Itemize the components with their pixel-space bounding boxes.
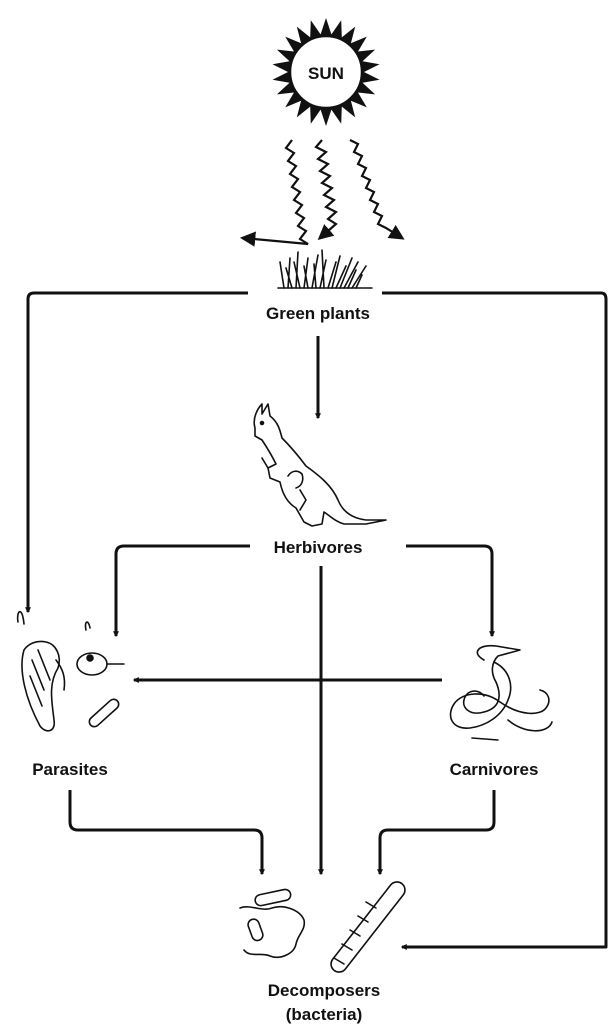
arrow-plants-to-parasites xyxy=(28,293,248,612)
green-plants-label: Green plants xyxy=(266,304,370,323)
arrow-carnivores-to-decomposers xyxy=(380,790,494,874)
energy-flow-arrows xyxy=(28,293,606,947)
sunlight-arrows xyxy=(243,140,402,244)
parasites-icon xyxy=(18,612,124,731)
arrow-plants-to-decomposers xyxy=(382,293,606,947)
carnivores-label: Carnivores xyxy=(450,760,539,779)
snake-icon xyxy=(451,646,552,740)
arrow-herbivores-to-carnivores xyxy=(406,546,492,636)
herbivores-label: Herbivores xyxy=(274,538,363,557)
kangaroo-icon xyxy=(254,404,386,526)
sun-label: SUN xyxy=(308,64,344,83)
parasites-label: Parasites xyxy=(32,760,108,779)
arrow-herbivores-to-parasites xyxy=(116,546,250,636)
arrow-parasites-to-decomposers xyxy=(70,790,262,874)
decomposers-label: Decomposers xyxy=(268,981,380,1000)
grass-icon xyxy=(278,250,372,288)
bacteria-icon xyxy=(240,879,408,976)
decomposers-sub-label: (bacteria) xyxy=(286,1005,363,1024)
